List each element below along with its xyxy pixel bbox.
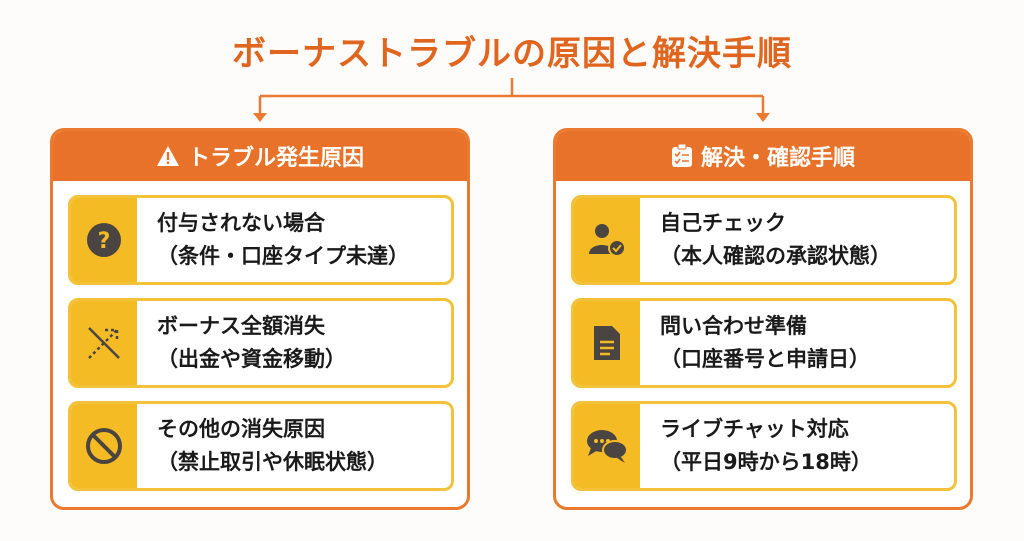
item-detail: （禁止取引や休眠状態） [157,450,388,474]
causes-header: トラブル発生原因 [53,131,467,181]
causes-title: トラブル発生原因 [187,146,364,171]
warning-icon [156,146,179,166]
solutions-title: 解決・確認手順 [700,146,855,171]
solutions-header: 解決・確認手順 [556,131,970,181]
cause-item-bonus-lost: ボーナス全額消失 （出金や資金移動） [68,298,454,388]
item-title: ライブチャット対応 [660,417,849,441]
cause-item-other: その他の消失原因 （禁止取引や休眠状態） [68,401,454,491]
chat-bubbles-icon [587,430,628,463]
solutions-panel: 解決・確認手順 自己チェック （本人確認の承認状態） 問い合わせ準備 （口座番号と申… [553,128,973,510]
page-title: ボーナストラブルの原因と解決手順 [232,34,792,74]
crossed-arrow-icon [88,327,120,359]
solution-item-live-chat: ライブチャット対応 （平日9時から18時） [571,401,957,491]
item-detail: （条件・口座タイプ未達） [157,244,409,268]
prohibited-icon [86,428,122,464]
causes-panel: トラブル発生原因 ? 付与されない場合 （条件・口座タイプ未達） ボーナス全額消失… [50,128,470,510]
item-title: 付与されない場合 [157,211,325,235]
item-title: 問い合わせ準備 [660,314,807,338]
item-title: 自己チェック [660,211,786,235]
item-detail: （口座番号と申請日） [660,347,870,371]
cause-item-not-granted: ? 付与されない場合 （条件・口座タイプ未達） [68,195,454,285]
connector-arrows [253,78,770,122]
item-title: その他の消失原因 [157,417,325,441]
clipboard-checklist-icon [671,144,692,167]
item-detail: （本人確認の承認状態） [660,244,891,268]
item-detail: （出金や資金移動） [157,347,346,371]
svg-text:?: ? [98,229,111,254]
item-detail: （平日9時から18時） [660,450,872,474]
item-title: ボーナス全額消失 [157,314,325,338]
question-icon: ? [87,223,121,257]
solution-item-self-check: 自己チェック （本人確認の承認状態） [571,195,957,285]
solution-item-inquiry-prep: 問い合わせ準備 （口座番号と申請日） [571,298,957,388]
user-check-icon [589,224,626,257]
document-icon [594,326,620,360]
